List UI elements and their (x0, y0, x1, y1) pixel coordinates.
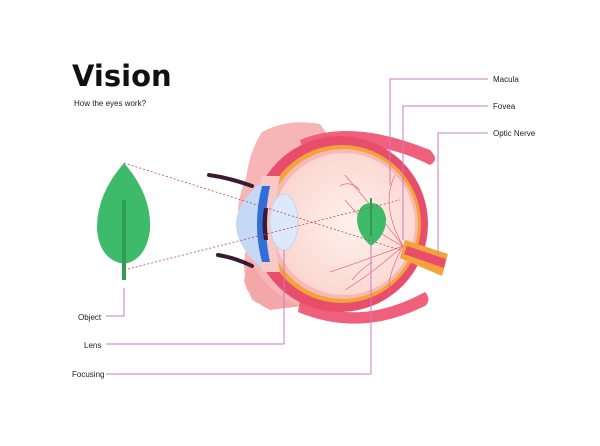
leader-lines (106, 78, 488, 375)
label-optic-nerve: Optic Nerve (493, 129, 536, 138)
optic-nerve-core (404, 246, 446, 268)
label-focusing: Focusing (72, 370, 104, 379)
light-rays (123, 162, 401, 271)
leader-lens (106, 250, 285, 345)
pupil (262, 208, 268, 240)
leader-optic-nerve (437, 132, 488, 255)
eyelid-skin-lower (244, 258, 300, 310)
vitreous-body (273, 153, 415, 295)
upper-eyelid-line (207, 173, 254, 188)
label-object: Object (78, 313, 102, 322)
page-title: Vision (72, 59, 172, 93)
cornea (236, 182, 262, 268)
leader-object (106, 288, 125, 317)
leader-focusing (106, 246, 372, 375)
leader-macula (389, 78, 488, 185)
label-lens: Lens (84, 341, 101, 350)
lower-eyelid-line (216, 253, 254, 268)
lens (269, 193, 299, 251)
lower-muscle (298, 292, 429, 324)
label-macula: Macula (493, 75, 519, 84)
label-fovea: Fovea (493, 102, 516, 111)
page-subtitle: How the eyes work? (74, 99, 147, 108)
leader-fovea (402, 105, 488, 240)
